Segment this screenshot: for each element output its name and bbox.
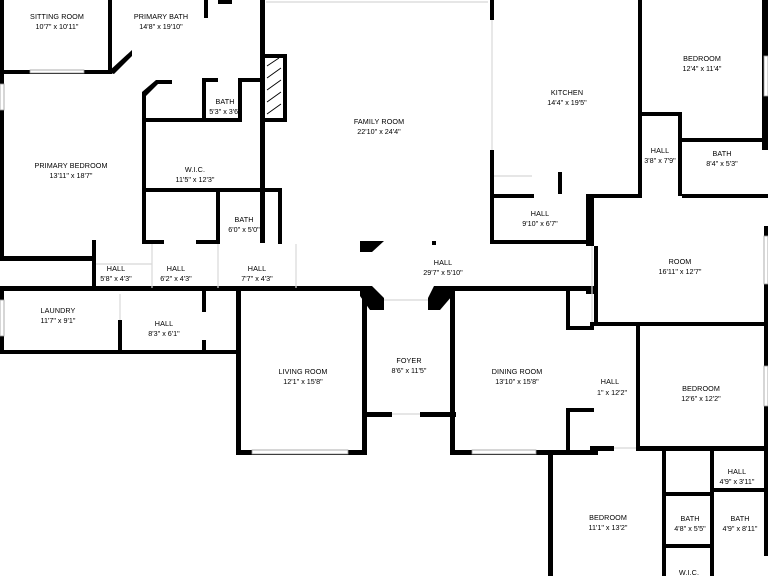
bedroom-e-name: BEDROOM — [682, 384, 720, 393]
room-dims: 16'11" x 12'7" — [659, 267, 702, 276]
bath-6-0-name: BATH — [234, 215, 253, 224]
dining-room-dims: 13'10" x 15'8" — [495, 377, 539, 386]
bedroom-ne-name: BEDROOM — [683, 54, 721, 63]
bath-4-8-name: BATH — [680, 514, 699, 523]
bath-4-9-dims: 4'9" x 8'11" — [723, 524, 758, 533]
family-room-dims: 22'10" x 24'4" — [357, 127, 401, 136]
hall-29-7-dims: 29'7" x 5'10" — [423, 268, 463, 277]
hall-6-2-name: HALL — [167, 264, 185, 273]
hall-9-10-name: HALL — [531, 209, 549, 218]
primary-bath-dims: 14'8" x 19'10" — [139, 22, 183, 31]
hall-8-3-name: HALL — [155, 319, 173, 328]
room-labels: SITTING ROOM 10'7" x 10'11" PRIMARY BATH… — [30, 12, 758, 576]
bedroom-e-dims: 12'6" x 12'2" — [681, 394, 721, 403]
kitchen-name: KITCHEN — [551, 88, 583, 97]
primary-bedroom-dims: 13'11" x 18'7" — [50, 171, 93, 180]
bath-8-4-name: BATH — [712, 149, 731, 158]
wic-1-name: W.I.C. — [185, 165, 205, 174]
wic-1-dims: 11'5" x 12'3" — [176, 175, 215, 184]
bath-5-3-name: BATH — [215, 97, 234, 106]
hall-4-9-dims: 4'9" x 3'11" — [720, 477, 755, 486]
hall-4-9-name: HALL — [728, 467, 746, 476]
laundry-name: LAUNDRY — [41, 306, 76, 315]
sitting-room-name: SITTING ROOM — [30, 12, 84, 21]
hall-3-8-dims: 3'8" x 7'9" — [644, 156, 676, 165]
hall-9-10-dims: 9'10" x 6'7" — [522, 219, 558, 228]
hall-12-2-dims: 1" x 12'2" — [597, 388, 628, 397]
bath-8-4-dims: 8'4" x 5'3" — [706, 159, 738, 168]
bath-4-9-name: BATH — [730, 514, 749, 523]
primary-bedroom-name: PRIMARY BEDROOM — [34, 161, 107, 170]
primary-bath-name: PRIMARY BATH — [134, 12, 188, 21]
windows — [0, 55, 768, 455]
family-room-name: FAMILY ROOM — [354, 117, 404, 126]
wic-2-name: W.I.C. — [679, 568, 699, 576]
bath-6-0-dims: 6'0" x 5'0" — [228, 225, 260, 234]
bedroom-ne-dims: 12'4" x 11'4" — [683, 64, 722, 73]
foyer-dims: 8'6" x 11'5" — [392, 366, 427, 375]
door-openings — [96, 1, 636, 449]
hall-7-7-name: HALL — [248, 264, 266, 273]
kitchen-dims: 14'4" x 19'5" — [547, 98, 587, 107]
hall-5-8-dims: 5'8" x 4'3" — [100, 274, 132, 283]
hall-5-8-name: HALL — [107, 264, 125, 273]
bath-5-3-dims: 5'3" x 3'6" — [209, 107, 241, 116]
hall-8-3-dims: 8'3" x 6'1" — [148, 329, 180, 338]
dining-room-name: DINING ROOM — [492, 367, 543, 376]
bedroom-s-name: BEDROOM — [589, 513, 627, 522]
hall-3-8-name: HALL — [651, 146, 669, 155]
laundry-dims: 11'7" x 9'1" — [41, 316, 76, 325]
sitting-room-dims: 10'7" x 10'11" — [36, 22, 79, 31]
hall-7-7-dims: 7'7" x 4'3" — [241, 274, 273, 283]
foyer-name: FOYER — [396, 356, 421, 365]
hall-29-7-name: HALL — [434, 258, 452, 267]
hall-6-2-dims: 6'2" x 4'3" — [160, 274, 192, 283]
bath-4-8-dims: 4'8" x 5'5" — [674, 524, 706, 533]
room-name: ROOM — [669, 257, 692, 266]
living-room-name: LIVING ROOM — [278, 367, 327, 376]
hall-12-2-name: HALL — [601, 377, 619, 386]
fireplace-hatch — [266, 57, 282, 115]
bedroom-s-dims: 11'1" x 13'2" — [589, 523, 628, 532]
living-room-dims: 12'1" x 15'8" — [283, 377, 323, 386]
